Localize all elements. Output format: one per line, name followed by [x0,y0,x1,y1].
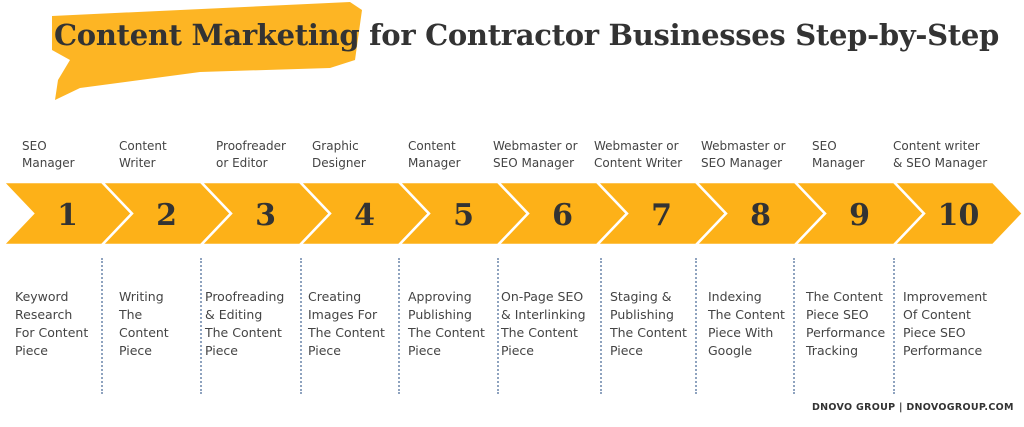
step-number: 9 [849,198,870,233]
step-role: SEO Manager [812,139,865,170]
chevron-step-10 [891,180,1024,247]
brush-stroke-highlight [52,2,362,100]
column-divider [398,258,400,394]
step-role: SEO Manager [22,139,75,170]
column-divider [300,258,302,394]
step-number: 4 [354,198,375,233]
step-role: Content writer & SEO Manager [893,139,988,170]
step-number: 5 [453,198,474,233]
column-divider [695,258,697,394]
column-divider [101,258,103,394]
step-role: Graphic Designer [312,139,366,170]
step-description: Improvement Of Content Piece SEO Perform… [903,289,988,358]
footer-credit: DNOVO GROUP | DNOVOGROUP.COM [812,402,1014,413]
step-role: Content Manager [408,139,461,170]
column-divider [497,258,499,394]
step-number: 7 [651,198,672,233]
step-description: Writing The Content Piece [119,289,169,358]
column-divider [893,258,895,394]
step-description: Creating Images For The Content Piece [308,289,385,358]
column-divider [600,258,602,394]
step-number: 1 [57,198,78,233]
step-description: Approving Publishing The Content Piece [408,289,485,358]
step-number: 6 [552,198,573,233]
column-divider [793,258,795,394]
step-description: Indexing The Content Piece With Google [708,289,785,358]
step-role: Content Writer [119,139,167,170]
step-description: The Content Piece SEO Performance Tracki… [806,289,886,358]
step-description: Keyword Research For Content Piece [15,289,89,358]
step-role: Proofreader or Editor [216,139,286,170]
step-number: 2 [156,198,177,233]
step-role: Webmaster or SEO Manager [493,139,578,170]
step-description: Staging & Publishing The Content Piece [610,289,687,358]
page-title: Content Marketing for Contractor Busines… [54,18,999,52]
step-description: On-Page SEO & Interlinking The Content P… [501,289,586,358]
step-number: 3 [255,198,276,233]
step-role: Webmaster or SEO Manager [701,139,786,170]
column-divider [200,258,202,394]
step-number: 8 [750,198,771,233]
step-number: 10 [938,198,980,233]
step-role: Webmaster or Content Writer [594,139,683,170]
step-description: Proofreading & Editing The Content Piece [205,289,285,358]
